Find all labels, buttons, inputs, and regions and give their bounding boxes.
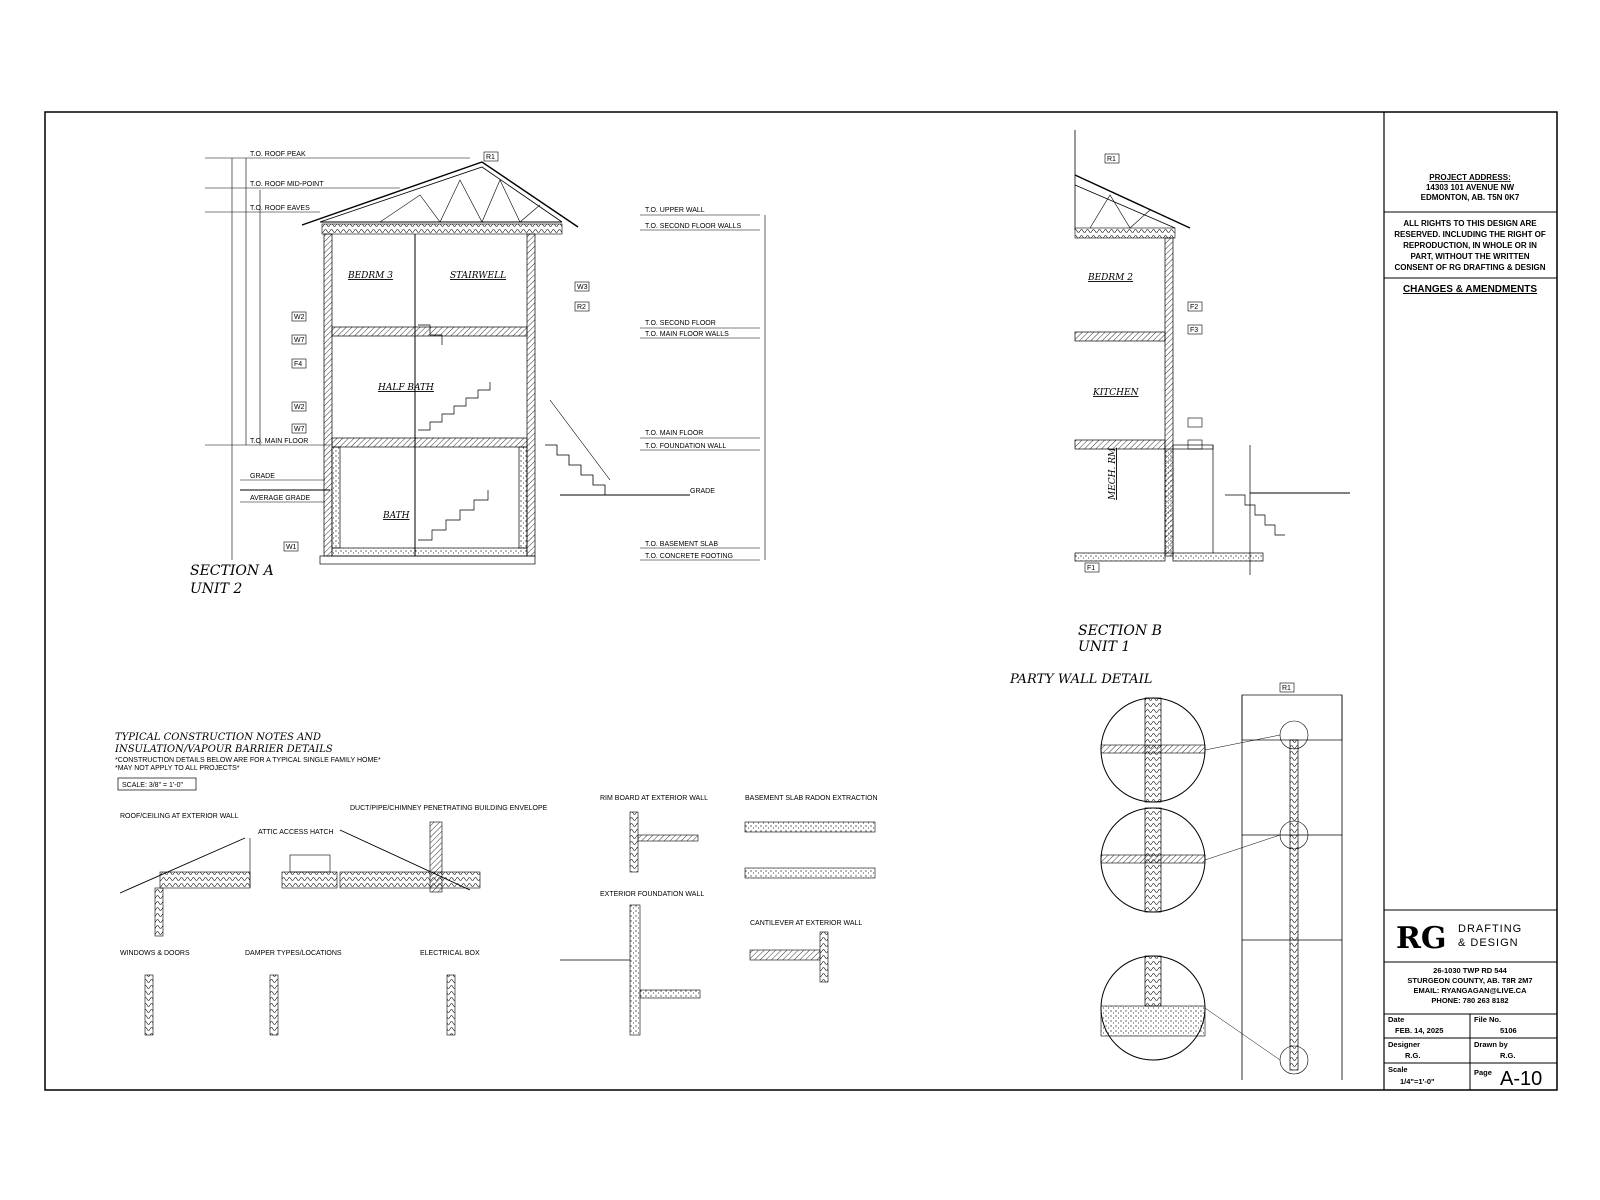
tag-w2: W2: [294, 314, 305, 321]
tag-w1: W1: [286, 544, 297, 551]
section-a-title: SECTION A: [190, 563, 274, 579]
project-address-line1: 14303 101 AVENUE NW: [1426, 183, 1514, 192]
page-label: Page: [1474, 1068, 1492, 1077]
detail-windows-label: WINDOWS & DOORS: [120, 950, 190, 957]
logo-design: & DESIGN: [1458, 937, 1519, 949]
level-foundation-wall: T.O. FOUNDATION WALL: [645, 443, 726, 450]
tag-w7: W7: [294, 337, 305, 344]
level-grade-right: GRADE: [690, 488, 715, 495]
room-stairwell: STAIRWELL: [450, 271, 506, 281]
logo-drafting: DRAFTING: [1458, 923, 1522, 935]
tag-r1: R1: [486, 154, 495, 161]
level-roof-mid: T.O. ROOF MID-POINT: [250, 181, 324, 188]
section-a-subtitle: UNIT 2: [190, 581, 242, 597]
level-main-floor: T.O. MAIN FLOOR: [250, 438, 308, 445]
rights-line4: PART, WITHOUT THE WRITTEN: [1411, 252, 1530, 261]
tag-r2: R2: [577, 304, 586, 311]
section-a-drawing: [205, 151, 766, 565]
detail-damper-label: DAMPER TYPES/LOCATIONS: [245, 950, 342, 957]
room-bath: BATH: [382, 511, 410, 521]
tag-r1-party: R1: [1282, 685, 1291, 692]
detail-foundation-label: EXTERIOR FOUNDATION WALL: [600, 891, 704, 898]
drawn-by-label: Drawn by: [1474, 1040, 1509, 1049]
level-main-floor-right: T.O. MAIN FLOOR: [645, 430, 703, 437]
rights-line3: REPRODUCTION, IN WHOLE OR IN: [1403, 241, 1537, 250]
tag-f3-b: F3: [1190, 327, 1198, 334]
project-address-line2: EDMONTON, AB. T5N 0K7: [1421, 193, 1520, 202]
project-address-heading: PROJECT ADDRESS:: [1429, 173, 1511, 182]
drawn-by-value: R.G.: [1500, 1051, 1515, 1060]
detail-roof-label: ROOF/CEILING AT EXTERIOR WALL: [120, 813, 239, 820]
room-half-bath: HALF BATH: [377, 383, 434, 393]
tag-r1-b: R1: [1107, 156, 1116, 163]
tag-w2-lower: W2: [294, 404, 305, 411]
detail-cantilever-label: CANTILEVER AT EXTERIOR WALL: [750, 920, 862, 927]
company-phone: PHONE: 780 263 8182: [1431, 996, 1508, 1005]
detail-attic-label: ATTIC ACCESS HATCH: [258, 829, 334, 836]
construction-details-drawings: [119, 811, 876, 1036]
date-label: Date: [1388, 1015, 1404, 1024]
room-kitchen: KITCHEN: [1092, 388, 1140, 398]
scale-value: 1/4"=1'-0": [1400, 1077, 1435, 1086]
changes-amendments-heading: CHANGES & AMENDMENTS: [1403, 284, 1537, 295]
title-block: [1384, 211, 1557, 1090]
rights-line5: CONSENT OF RG DRAFTING & DESIGN: [1394, 263, 1545, 272]
file-no-value: 5106: [1500, 1026, 1517, 1035]
company-email: EMAIL: RYANGAGAN@LIVE.CA: [1413, 986, 1527, 995]
tag-f1-b: F1: [1087, 565, 1095, 572]
designer-label: Designer: [1388, 1040, 1420, 1049]
tag-w3: W3: [577, 284, 588, 291]
notes-scale: SCALE: 3/8" = 1'-0": [122, 782, 183, 789]
detail-radon-label: BASEMENT SLAB RADON EXTRACTION: [745, 795, 878, 802]
section-b-subtitle: UNIT 1: [1078, 639, 1130, 655]
rights-line2: RESERVED. INCLUDING THE RIGHT OF: [1394, 230, 1546, 239]
room-mech: MECH. RM: [1108, 447, 1118, 501]
logo-rg: RG: [1396, 921, 1447, 956]
level-average-grade: AVERAGE GRADE: [250, 495, 310, 502]
date-value: FEB. 14, 2025: [1395, 1026, 1443, 1035]
section-b-title: SECTION B: [1078, 623, 1162, 639]
company-address-line2: STURGEON COUNTY, AB. T8R 2M7: [1407, 976, 1532, 985]
page-number: A-10: [1500, 1068, 1542, 1090]
scale-label: Scale: [1388, 1065, 1408, 1074]
level-roof-peak: T.O. ROOF PEAK: [250, 151, 306, 158]
notes-title-2: INSULATION/VAPOUR BARRIER DETAILS: [114, 744, 333, 755]
section-b-drawing: [1074, 130, 1350, 575]
level-concrete-footing: T.O. CONCRETE FOOTING: [645, 553, 733, 560]
detail-duct-label: DUCT/PIPE/CHIMNEY PENETRATING BUILDING E…: [350, 805, 548, 812]
level-second-floor-walls: T.O. SECOND FLOOR WALLS: [645, 223, 742, 230]
level-grade: GRADE: [250, 473, 275, 480]
level-basement-slab: T.O. BASEMENT SLAB: [645, 541, 718, 548]
tag-f2-b: F2: [1190, 304, 1198, 311]
level-upper-wall: T.O. UPPER WALL: [645, 207, 705, 214]
level-main-floor-walls: T.O. MAIN FLOOR WALLS: [645, 331, 729, 338]
company-address-line1: 26-1030 TWP RD 544: [1433, 966, 1507, 975]
designer-value: R.G.: [1405, 1051, 1420, 1060]
level-roof-eaves: T.O. ROOF EAVES: [250, 205, 310, 212]
notes-title-1: TYPICAL CONSTRUCTION NOTES AND: [115, 732, 321, 743]
detail-electrical-label: ELECTRICAL BOX: [420, 950, 480, 957]
tag-f4: F4: [294, 361, 302, 368]
notes-note-1: *CONSTRUCTION DETAILS BELOW ARE FOR A TY…: [115, 757, 381, 764]
room-bedroom-3: BEDRM 3: [347, 271, 393, 281]
tag-w7-lower: W7: [294, 426, 305, 433]
notes-scale-box: [117, 777, 197, 791]
file-no-label: File No.: [1474, 1015, 1501, 1024]
detail-rim-label: RIM BOARD AT EXTERIOR WALL: [600, 795, 708, 802]
sheet-border: [44, 111, 1558, 1091]
party-wall-title: PARTY WALL DETAIL: [1009, 672, 1152, 687]
room-bedroom-2: BEDRM 2: [1087, 273, 1133, 283]
notes-note-2: *MAY NOT APPLY TO ALL PROJECTS*: [115, 765, 240, 772]
party-wall-drawing: [1100, 682, 1343, 1080]
rights-line1: ALL RIGHTS TO THIS DESIGN ARE: [1403, 219, 1537, 228]
level-second-floor: T.O. SECOND FLOOR: [645, 320, 716, 327]
